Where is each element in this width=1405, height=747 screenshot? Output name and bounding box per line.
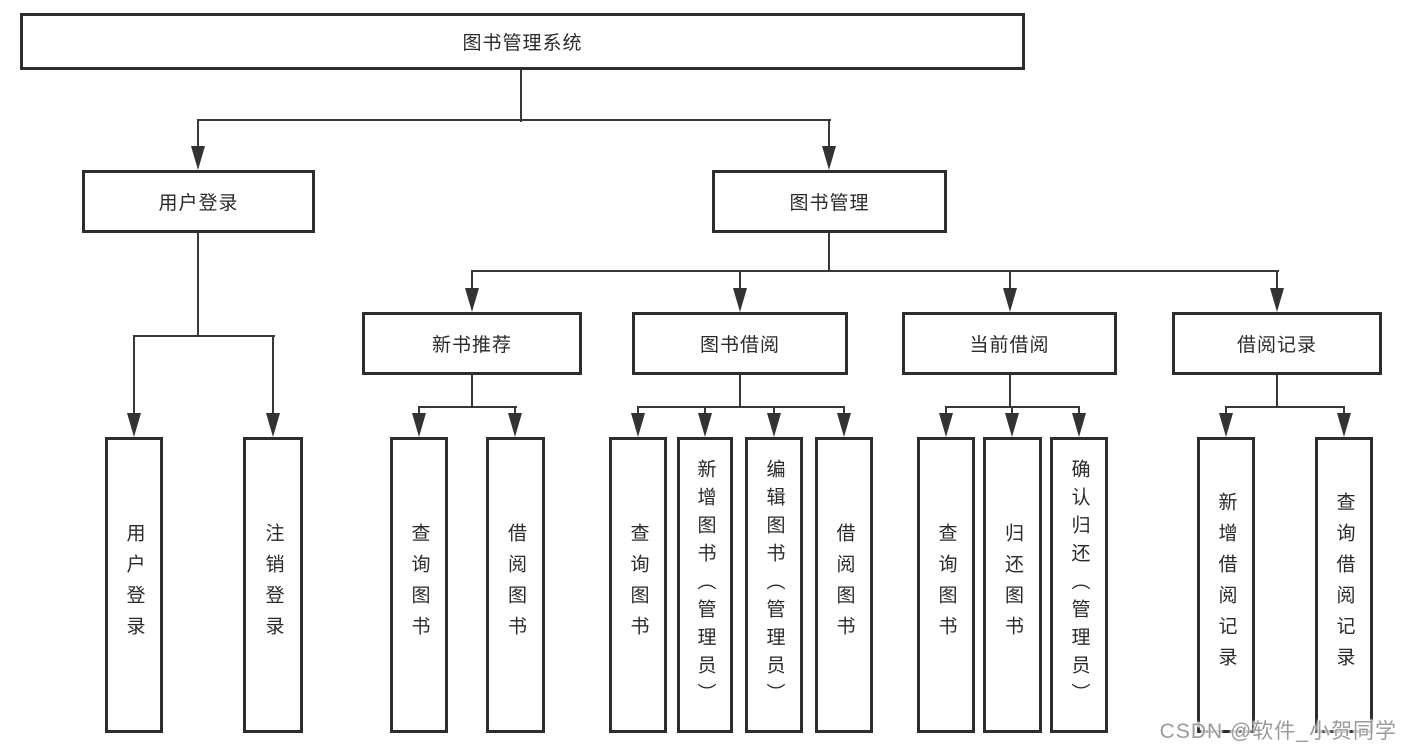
connector-line xyxy=(637,406,845,408)
connector-line xyxy=(843,406,845,418)
connector-line xyxy=(1343,406,1345,418)
node-book-borrow: 图书借阅 xyxy=(632,312,848,375)
arrow-down-icon xyxy=(1219,413,1233,437)
node-label: 当前借阅 xyxy=(969,335,1050,356)
node-user-login: 用户登录 xyxy=(82,170,315,233)
connector-line xyxy=(828,233,830,272)
connector-line xyxy=(520,69,522,122)
connector-line xyxy=(637,406,639,418)
connector-line xyxy=(133,335,275,337)
leaf-return-books: 归还图书 xyxy=(983,437,1042,733)
arrow-down-icon xyxy=(1003,288,1017,312)
node-label: 借阅图书 xyxy=(833,523,855,647)
connector-line xyxy=(773,406,775,418)
leaf-logout-login: 注销登录 xyxy=(243,437,303,733)
node-label: 归还图书 xyxy=(1002,523,1023,647)
arrow-down-icon xyxy=(733,288,747,312)
arrow-down-icon xyxy=(412,413,426,437)
arrow-down-icon xyxy=(822,146,836,170)
connector-line xyxy=(1009,375,1011,408)
arrow-down-icon xyxy=(266,413,280,437)
arrow-down-icon xyxy=(465,288,479,312)
node-label: 新增图书（管理员） xyxy=(694,459,716,711)
arrow-down-icon xyxy=(1270,288,1284,312)
arrow-down-icon xyxy=(1072,413,1086,437)
connector-line xyxy=(1225,406,1227,418)
leaf-add-books-admin: 新增图书（管理员） xyxy=(677,437,733,733)
arrow-down-icon xyxy=(767,413,781,437)
connector-line xyxy=(471,270,473,294)
node-label: 图书管理系统 xyxy=(462,33,583,54)
node-label: 查询图书 xyxy=(935,523,957,647)
node-label: 新增借阅记录 xyxy=(1215,492,1237,678)
node-label: 查询图书 xyxy=(408,523,430,647)
connector-line xyxy=(133,335,135,417)
node-borrow-records: 借阅记录 xyxy=(1172,312,1382,375)
leaf-borrow-books-recommend: 借阅图书 xyxy=(486,437,545,733)
connector-line xyxy=(418,406,517,408)
node-label: 用户登录 xyxy=(123,523,145,647)
arrow-down-icon xyxy=(837,413,851,437)
node-label: 用户登录 xyxy=(158,193,239,214)
node-label: 图书借阅 xyxy=(699,335,780,356)
node-label: 查询借阅记录 xyxy=(1333,492,1355,678)
arrow-down-icon xyxy=(127,413,141,437)
leaf-query-books-recommend: 查询图书 xyxy=(390,437,448,733)
node-book-management: 图书管理 xyxy=(712,170,947,233)
connector-line xyxy=(514,406,516,418)
connector-line xyxy=(197,119,199,154)
node-label: 查询图书 xyxy=(627,523,649,647)
connector-line xyxy=(471,270,1279,272)
leaf-user-login: 用户登录 xyxy=(105,437,163,733)
arrow-down-icon xyxy=(698,413,712,437)
node-label: 借阅记录 xyxy=(1236,335,1317,356)
connector-line xyxy=(272,335,274,417)
connector-line xyxy=(739,375,741,408)
connector-line xyxy=(1276,375,1278,408)
connector-line xyxy=(197,233,199,337)
arrow-down-icon xyxy=(939,413,953,437)
connector-line xyxy=(1011,406,1013,418)
arrow-down-icon xyxy=(1337,413,1351,437)
node-label: 借阅图书 xyxy=(505,523,526,647)
connector-line xyxy=(739,270,741,294)
leaf-confirm-return-admin: 确认归还（管理员） xyxy=(1050,437,1108,733)
arrow-down-icon xyxy=(1005,413,1019,437)
node-label: 确认归还（管理员） xyxy=(1068,459,1090,711)
leaf-query-borrow-record: 查询借阅记录 xyxy=(1315,437,1373,733)
node-label: 新书推荐 xyxy=(431,335,512,356)
connector-line xyxy=(1009,270,1011,294)
arrow-down-icon xyxy=(508,413,522,437)
node-root-system: 图书管理系统 xyxy=(20,13,1025,70)
node-label: 注销登录 xyxy=(262,523,284,647)
leaf-borrow-books: 借阅图书 xyxy=(815,437,873,733)
connector-line xyxy=(704,406,706,418)
leaf-query-books-current: 查询图书 xyxy=(917,437,975,733)
node-label: 编辑图书（管理员） xyxy=(763,459,785,711)
connector-line xyxy=(197,119,831,121)
connector-line xyxy=(1276,270,1278,294)
leaf-query-books-borrow: 查询图书 xyxy=(609,437,667,733)
csdn-watermark: CSDN @软件_小贺同学 xyxy=(1159,720,1397,743)
leaf-add-borrow-record: 新增借阅记录 xyxy=(1197,437,1255,733)
arrow-down-icon xyxy=(631,413,645,437)
connector-line xyxy=(828,119,830,154)
connector-line xyxy=(1078,406,1080,418)
arrow-down-icon xyxy=(191,146,205,170)
leaf-edit-books-admin: 编辑图书（管理员） xyxy=(745,437,803,733)
connector-line xyxy=(945,406,947,418)
connector-line xyxy=(418,406,420,418)
node-label: 图书管理 xyxy=(789,193,870,214)
node-new-book-recommend: 新书推荐 xyxy=(362,312,582,375)
connector-line xyxy=(471,375,473,408)
node-current-borrow: 当前借阅 xyxy=(902,312,1117,375)
connector-line xyxy=(1225,406,1345,408)
